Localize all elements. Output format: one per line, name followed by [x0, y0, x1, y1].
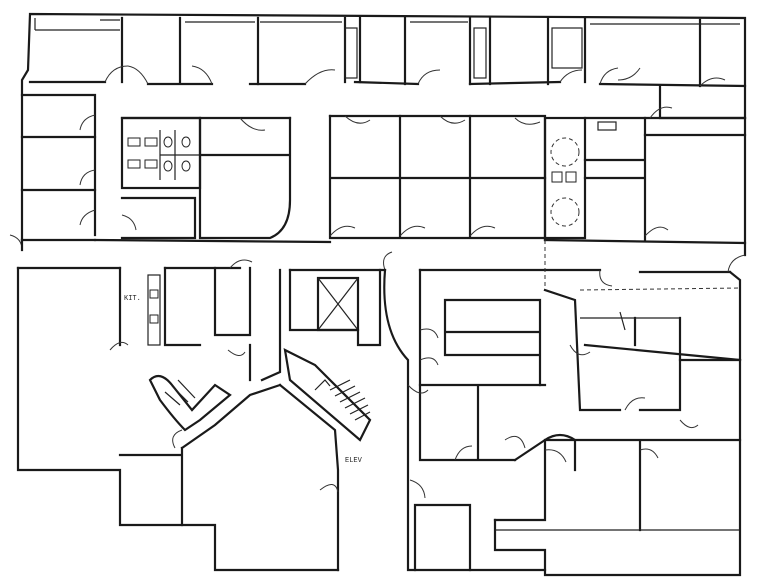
elevator-label: ELEV	[345, 457, 363, 465]
south-west-wing: KIT.	[16, 266, 340, 572]
core: ELEV	[283, 268, 382, 465]
south-central-offices	[383, 268, 547, 572]
main-corridor	[16, 238, 747, 290]
south-east-wing	[493, 270, 742, 577]
kitchen-label: KIT.	[124, 295, 141, 303]
north-wing	[9, 12, 747, 251]
